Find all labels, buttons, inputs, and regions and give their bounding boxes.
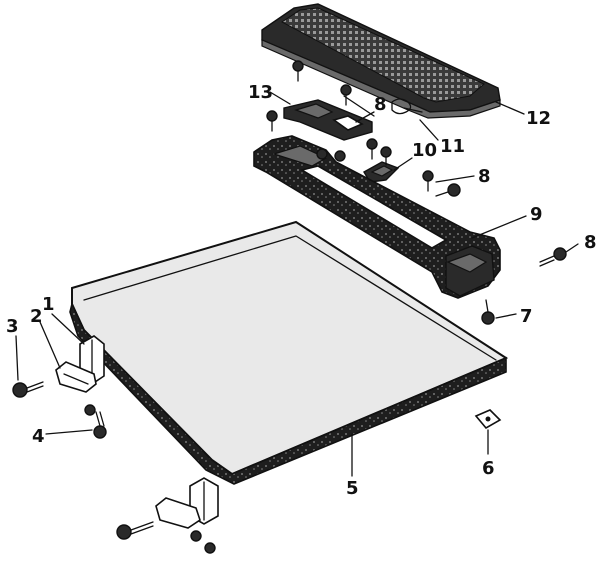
callout-9: 9 — [530, 204, 543, 225]
clip-11 — [391, 98, 423, 115]
leader-lines — [15, 91, 579, 477]
screw-4 — [93, 411, 107, 439]
control-panel-cover-12 — [261, 3, 501, 119]
screw-8-a — [292, 60, 304, 82]
lower-hinge-assembly — [155, 477, 219, 529]
screw-8-g — [316, 148, 328, 160]
screw-8-e — [380, 146, 392, 166]
screw-lower-c — [190, 530, 202, 542]
callout-2: 2 — [30, 306, 43, 327]
screw-hinge-lower — [84, 404, 96, 416]
callout-8-upper: 8 — [374, 94, 387, 115]
callout-5: 5 — [346, 478, 359, 499]
callout-8-right: 8 — [584, 232, 597, 253]
screw-8-h — [422, 170, 434, 192]
callout-13: 13 — [248, 82, 273, 103]
screw-8-d — [366, 138, 378, 160]
screw-8-i — [435, 183, 461, 197]
callout-10: 10 — [412, 140, 437, 161]
callout-7: 7 — [520, 306, 533, 327]
screws — [12, 60, 567, 554]
screw-lower-b — [204, 542, 216, 554]
callout-6: 6 — [482, 458, 495, 479]
screw-8-f — [334, 150, 346, 162]
clip-6 — [474, 409, 502, 430]
callout-11: 11 — [440, 136, 465, 157]
screw-8-c — [266, 110, 278, 132]
callout-labels: 1 2 3 4 5 6 7 8 8 8 9 10 11 12 13 — [6, 82, 597, 499]
screw-8-j — [539, 247, 567, 267]
callout-8-middle: 8 — [478, 166, 491, 187]
callout-3: 3 — [6, 316, 19, 337]
screw-7 — [481, 299, 495, 325]
control-panel-9 — [253, 135, 501, 299]
bracket-13 — [283, 99, 373, 141]
callout-12: 12 — [526, 108, 551, 129]
screw-lower-a — [116, 521, 154, 540]
callout-1: 1 — [42, 294, 55, 315]
hinge-bracket-2 — [55, 361, 97, 393]
callout-4: 4 — [32, 426, 45, 447]
screw-3 — [12, 381, 44, 398]
screw-8-b — [340, 84, 352, 106]
top-panel-5 — [69, 220, 509, 485]
